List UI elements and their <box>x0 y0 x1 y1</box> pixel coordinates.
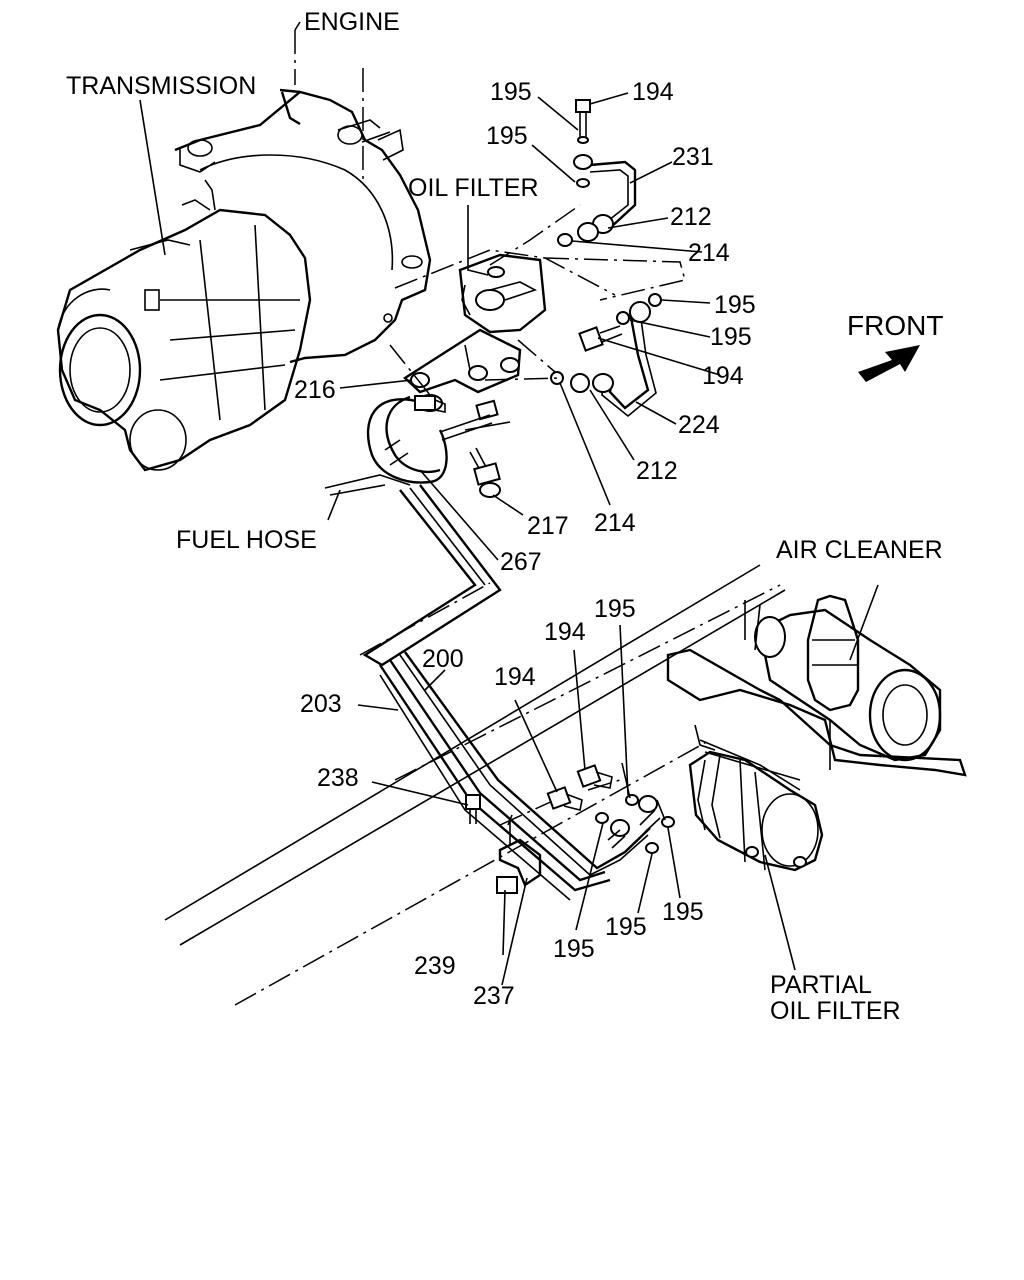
bolt-217 <box>469 447 501 498</box>
part-number-224: 224 <box>678 411 720 439</box>
part-number-231: 231 <box>672 143 714 171</box>
part-number-237: 237 <box>473 982 515 1010</box>
part-number-195: 195 <box>710 323 752 351</box>
partial-oil-filter-label-line1: PARTIAL <box>770 971 872 999</box>
front-label: FRONT <box>847 310 943 341</box>
part-number-212: 212 <box>636 457 678 485</box>
part-number-217: 217 <box>527 512 569 540</box>
hose-loop <box>366 394 511 484</box>
part-number-194: 194 <box>702 362 744 390</box>
bracket-237 <box>465 794 542 894</box>
part-number-194: 194 <box>632 78 674 106</box>
part-number-267: 267 <box>500 548 542 576</box>
air-cleaner-label: AIR CLEANER <box>776 536 943 564</box>
text-labels: ENGINE TRANSMISSION OIL FILTER FRONT FUE… <box>66 8 943 1025</box>
part-number-214: 214 <box>594 509 636 537</box>
oil-line-224 <box>550 293 662 418</box>
part-number-194: 194 <box>544 618 586 646</box>
part-number-195: 195 <box>553 935 595 963</box>
part-number-203: 203 <box>300 690 342 718</box>
part-number-194: 194 <box>494 663 536 691</box>
part-number-212: 212 <box>670 203 712 231</box>
frame-lines <box>164 204 786 1006</box>
part-number-200: 200 <box>422 645 464 673</box>
front-arrow <box>858 345 920 382</box>
part-number-195: 195 <box>486 122 528 150</box>
fuel-hose-label: FUEL HOSE <box>176 526 317 554</box>
oil-filter-head <box>458 253 547 334</box>
part-number-195: 195 <box>490 78 532 106</box>
part-number-238: 238 <box>317 764 359 792</box>
part-number-239: 239 <box>414 952 456 980</box>
fittings-lower <box>546 762 675 854</box>
part-number-195: 195 <box>662 898 704 926</box>
part-number-214: 214 <box>688 239 730 267</box>
partial-oil-filter-drawing <box>688 750 824 872</box>
bracket-216 <box>403 328 522 394</box>
fasteners-top <box>575 99 591 188</box>
transmission-label: TRANSMISSION <box>66 72 256 100</box>
transmission-drawing <box>56 30 432 472</box>
part-number-216: 216 <box>294 376 336 404</box>
air-cleaner-drawing <box>666 594 967 791</box>
part-number-195: 195 <box>605 913 647 941</box>
part-number-195: 195 <box>594 595 636 623</box>
engine-label: ENGINE <box>304 8 400 36</box>
leader-lines <box>139 21 879 986</box>
fuel-pipe <box>324 474 502 667</box>
oil-line-231 <box>557 154 637 247</box>
partial-oil-filter-label-line2: OIL FILTER <box>770 997 901 1025</box>
oil-filter-label: OIL FILTER <box>408 174 539 202</box>
part-number-195: 195 <box>714 291 756 319</box>
